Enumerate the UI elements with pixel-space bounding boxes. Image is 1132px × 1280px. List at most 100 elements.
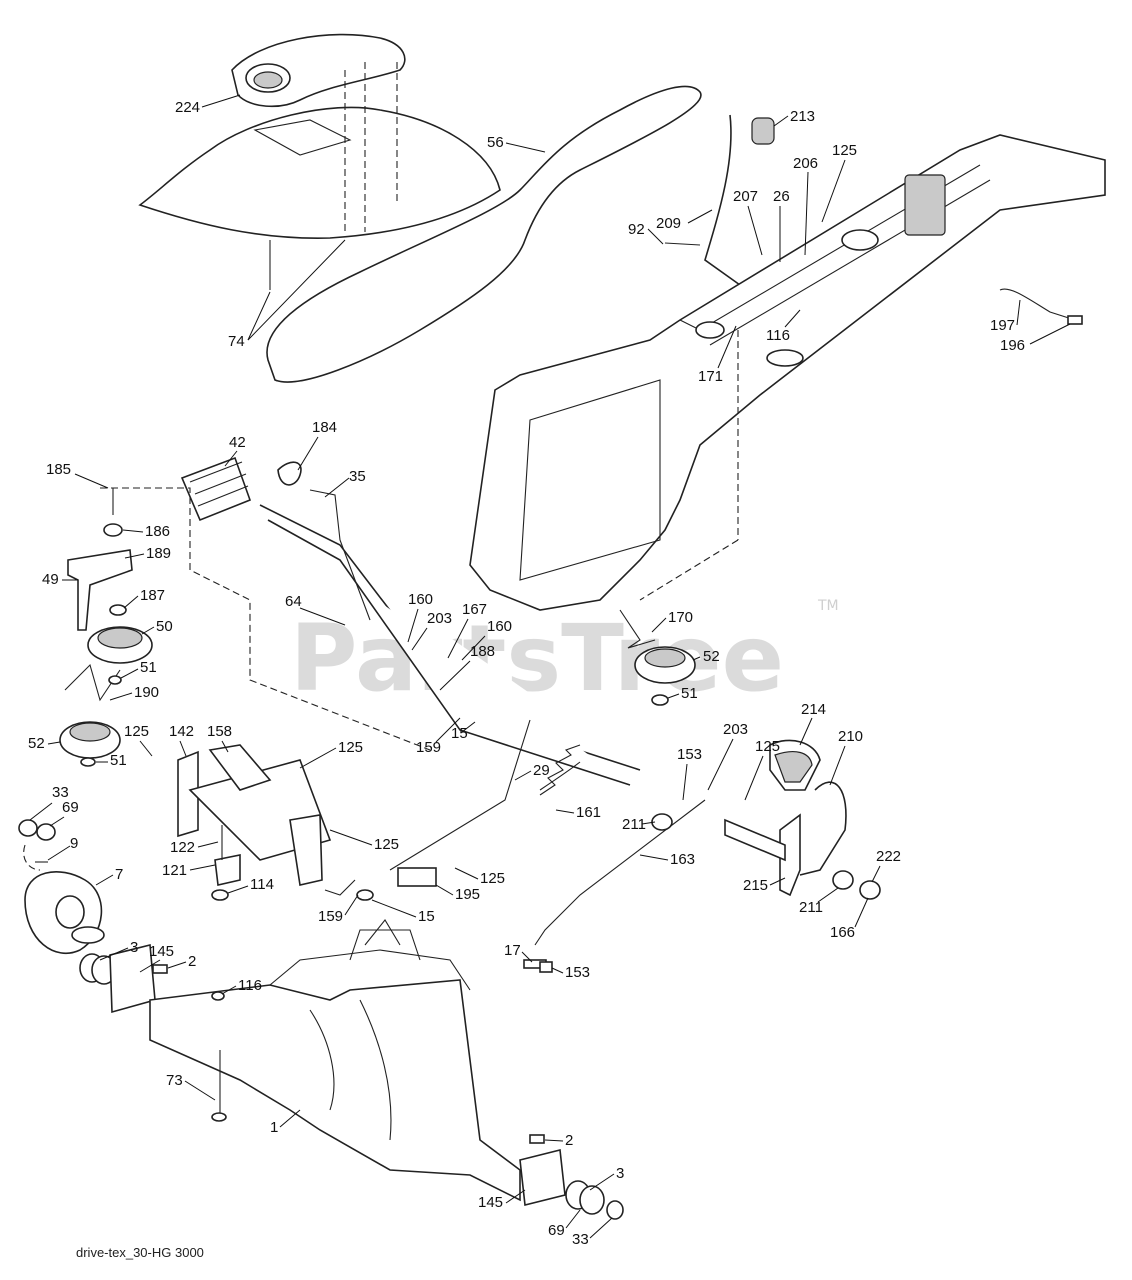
callout-160b: 160 bbox=[487, 618, 512, 635]
callout-3a: 3 bbox=[130, 939, 138, 956]
callout-116b: 116 bbox=[238, 977, 262, 994]
leader-189 bbox=[124, 553, 145, 559]
leader-29 bbox=[514, 770, 532, 781]
leader-125e bbox=[329, 829, 373, 846]
leader-184 bbox=[297, 436, 319, 471]
callout-215: 215 bbox=[743, 877, 768, 894]
leader-186 bbox=[122, 529, 144, 533]
leader-3a bbox=[99, 947, 129, 961]
fender-assembly bbox=[138, 33, 501, 290]
leader-125b bbox=[139, 740, 153, 757]
leader-185 bbox=[74, 473, 109, 489]
callout-188: 188 bbox=[470, 643, 495, 660]
brake-rod bbox=[999, 288, 1083, 325]
callout-1: 1 bbox=[270, 1119, 278, 1136]
callout-224: 224 bbox=[175, 99, 200, 116]
leader-206 bbox=[804, 171, 809, 256]
leader-213 bbox=[773, 115, 789, 127]
leader-125a bbox=[821, 159, 846, 223]
leader-1 bbox=[279, 1109, 301, 1128]
leader-159a bbox=[435, 717, 461, 743]
callout-196: 196 bbox=[1000, 337, 1025, 354]
leader-73 bbox=[184, 1080, 216, 1101]
right-idler-pulley bbox=[619, 609, 696, 706]
callout-33b: 33 bbox=[572, 1231, 589, 1248]
leader-170 bbox=[651, 617, 667, 633]
callout-114: 114 bbox=[250, 876, 274, 893]
leader-211b bbox=[817, 887, 839, 903]
leader-203a bbox=[411, 627, 428, 651]
callout-7: 7 bbox=[115, 866, 123, 883]
callout-206: 206 bbox=[793, 155, 818, 172]
mounting-bracket bbox=[177, 744, 332, 901]
leader-33b bbox=[589, 1217, 613, 1239]
callout-26: 26 bbox=[773, 188, 790, 205]
callout-69b: 69 bbox=[548, 1222, 565, 1239]
callout-74: 74 bbox=[228, 333, 245, 350]
shift-lever bbox=[664, 114, 775, 301]
callout-122: 122 bbox=[170, 839, 195, 856]
leader-125d bbox=[744, 755, 764, 801]
leader-207 bbox=[747, 205, 763, 256]
callout-163: 163 bbox=[670, 851, 695, 868]
callout-153b: 153 bbox=[565, 964, 590, 981]
callout-52a: 52 bbox=[28, 735, 45, 752]
callout-145a: 145 bbox=[149, 943, 174, 960]
callout-197: 197 bbox=[990, 317, 1015, 334]
leader-153a bbox=[682, 763, 688, 801]
callout-125e: 125 bbox=[374, 836, 399, 853]
leader-160b bbox=[461, 635, 486, 661]
callout-labels: 224 56 74 213 206 125 209 207 26 92 116 … bbox=[28, 94, 1071, 1248]
callout-209: 209 bbox=[656, 215, 681, 232]
leader-52a bbox=[47, 741, 61, 745]
callout-33a: 33 bbox=[52, 784, 69, 801]
callout-56: 56 bbox=[487, 134, 504, 151]
leader-187 bbox=[123, 595, 139, 609]
leader-214 bbox=[799, 717, 813, 746]
leader-3b bbox=[589, 1173, 615, 1191]
leader-153b bbox=[551, 967, 564, 974]
leader-211a bbox=[641, 821, 656, 825]
callout-153a: 153 bbox=[677, 746, 702, 763]
leader-190 bbox=[109, 692, 133, 701]
callout-171: 171 bbox=[698, 368, 723, 385]
leader-116b bbox=[221, 985, 237, 995]
callout-170: 170 bbox=[668, 609, 693, 626]
callout-116a: 116 bbox=[766, 327, 790, 344]
leader-188 bbox=[439, 660, 471, 691]
watermark-trademark: TM bbox=[817, 598, 839, 614]
callout-35: 35 bbox=[349, 468, 366, 485]
callout-195: 195 bbox=[455, 886, 480, 903]
leader-145b bbox=[505, 1189, 526, 1204]
drive-rod-and-spring bbox=[324, 719, 581, 901]
leader-74b bbox=[247, 239, 346, 341]
callout-2a: 2 bbox=[188, 953, 196, 970]
callout-52b: 52 bbox=[703, 648, 720, 665]
leader-209 bbox=[687, 209, 713, 224]
leader-161 bbox=[555, 809, 575, 814]
wheel-hub bbox=[18, 819, 168, 1014]
callout-210: 210 bbox=[838, 728, 863, 745]
leader-17 bbox=[521, 951, 533, 963]
leader-171 bbox=[717, 325, 737, 369]
leader-196 bbox=[1029, 323, 1071, 345]
leader-35 bbox=[324, 477, 350, 498]
callout-213: 213 bbox=[790, 108, 815, 125]
callout-145b: 145 bbox=[478, 1194, 503, 1211]
leader-203b bbox=[707, 738, 734, 791]
leader-92 bbox=[647, 228, 664, 245]
callout-73: 73 bbox=[166, 1072, 183, 1089]
leader-167 bbox=[447, 618, 469, 659]
leader-51c bbox=[667, 693, 680, 699]
pedal-assembly bbox=[534, 739, 881, 946]
callout-17: 17 bbox=[504, 942, 521, 959]
callout-69a: 69 bbox=[62, 799, 79, 816]
callout-42: 42 bbox=[229, 434, 246, 451]
callout-203b: 203 bbox=[723, 721, 748, 738]
leader-160a bbox=[407, 608, 419, 643]
callout-29: 29 bbox=[533, 762, 550, 779]
drive-belt bbox=[266, 85, 702, 383]
leader-51a bbox=[120, 668, 139, 679]
leader-125c bbox=[299, 747, 337, 769]
